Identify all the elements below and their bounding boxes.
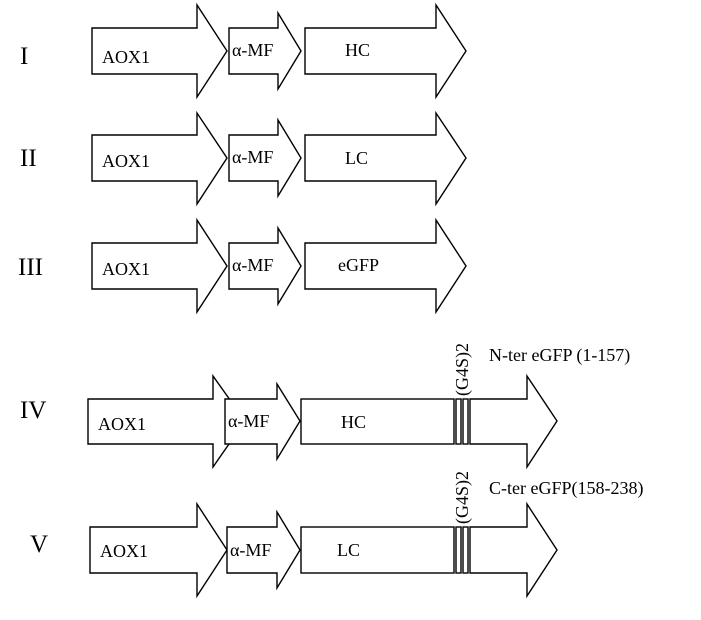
construct-5-fusion-label: C-ter eGFP(158-238)	[489, 478, 643, 499]
construct-row-1: I AOX1 α-MF HC	[20, 2, 467, 100]
construct-3-egfp-label: eGFP	[338, 255, 379, 275]
construct-row-4: IV AOX1 α-MF HC (G4S)2 N-ter eGFP (1-157…	[20, 343, 630, 470]
construct-5-aox1-arrow	[89, 501, 228, 599]
construct-4-amf-arrow	[224, 381, 301, 462]
construct-2-amf-label: α-MF	[232, 147, 273, 167]
construct-3-amf-label: α-MF	[232, 255, 273, 275]
construct-2-aox1-label: AOX1	[102, 151, 150, 171]
construct-1-aox1-label: AOX1	[102, 47, 150, 67]
construct-1-amf-label: α-MF	[232, 40, 273, 60]
construct-5-aox1-label: AOX1	[100, 541, 148, 561]
construct-1-aox1-arrow	[91, 2, 228, 100]
construct-2-aox1-arrow	[91, 110, 228, 207]
construct-4-hc-label: HC	[341, 412, 366, 432]
construct-5-lc-box	[300, 526, 455, 574]
construct-2-numeral: II	[20, 145, 37, 172]
construct-1-hc-label: HC	[345, 40, 370, 60]
construct-row-5: V AOX1 α-MF LC (G4S)2 C-ter eGFP(158-238…	[30, 471, 643, 599]
construct-5-lc-label: LC	[337, 540, 360, 560]
construct-3-numeral: III	[18, 254, 43, 281]
construct-1-numeral: I	[20, 43, 28, 70]
construct-4-linker-bar-2	[462, 398, 469, 445]
construct-4-numeral: IV	[20, 397, 46, 424]
construct-3-aox1-arrow	[91, 217, 228, 315]
construct-5-fusion-arrow	[469, 501, 558, 599]
construct-4-aox1-label: AOX1	[98, 414, 146, 434]
construct-3-egfp-arrow	[304, 217, 467, 315]
construct-5-amf-arrow	[226, 509, 301, 591]
construct-1-hc-arrow	[304, 2, 467, 100]
construct-5-linker-label: (G4S)2	[452, 471, 473, 524]
construct-2-lc-arrow	[304, 110, 467, 207]
construct-3-amf-arrow	[228, 225, 302, 307]
construct-5-linker-bar-1	[455, 526, 462, 574]
construct-4-amf-label: α-MF	[228, 411, 269, 431]
construct-4-linker-label: (G4S)2	[452, 343, 473, 396]
construct-2-amf-arrow	[228, 117, 302, 199]
construct-2-lc-label: LC	[345, 148, 368, 168]
construct-4-fusion-arrow	[469, 373, 558, 470]
construct-3-aox1-label: AOX1	[102, 259, 150, 279]
construct-1-amf-arrow	[228, 10, 302, 92]
construct-4-fusion-label: N-ter eGFP (1-157)	[489, 345, 630, 366]
construct-5-amf-label: α-MF	[230, 540, 271, 560]
construct-5-numeral: V	[30, 531, 48, 558]
construct-4-linker-bar-1	[455, 398, 462, 445]
construct-row-3: III AOX1 α-MF eGFP	[18, 217, 467, 315]
construct-row-2: II AOX1 α-MF LC	[20, 110, 467, 207]
construct-4-hc-box	[300, 398, 455, 445]
construct-5-linker-bar-2	[462, 526, 469, 574]
